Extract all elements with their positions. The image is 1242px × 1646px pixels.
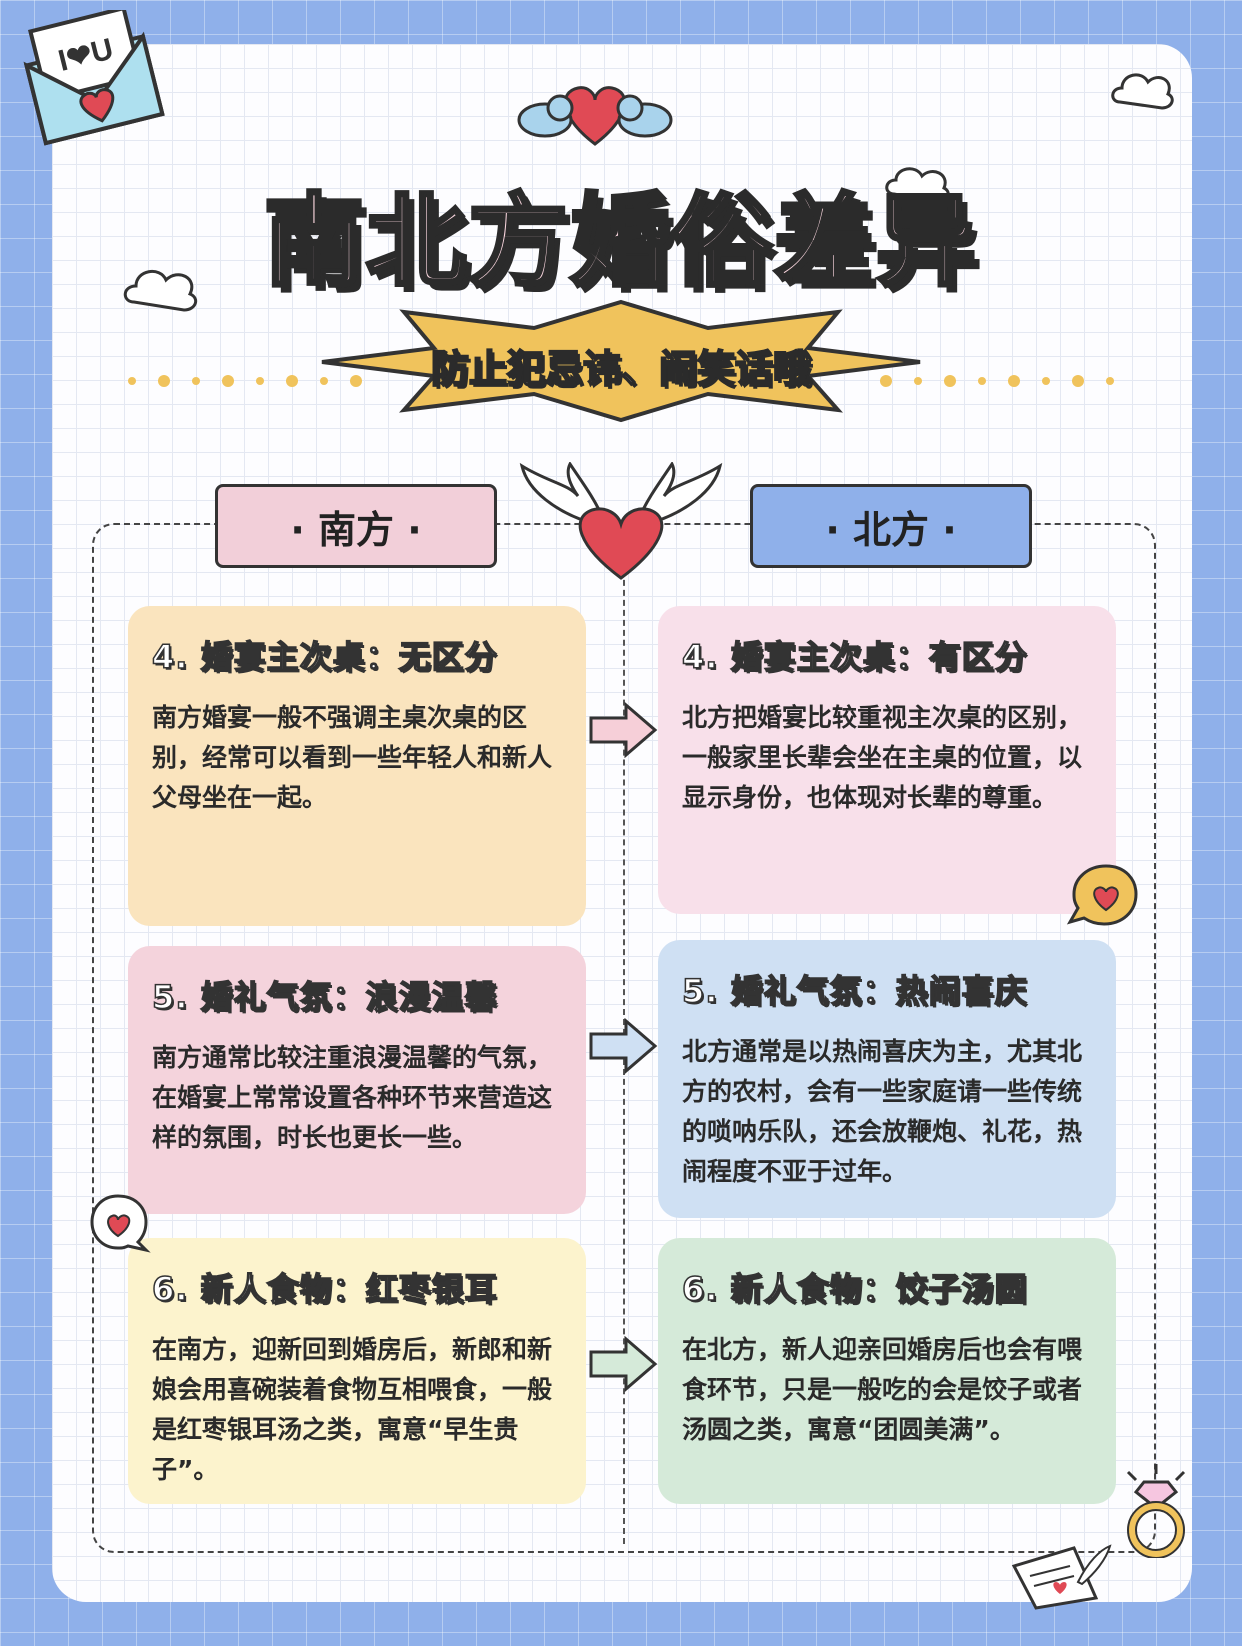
south-card-6-body: 在南方，迎新回到婚房后，新郎和新娘会用喜碗装着食物互相喂食，一般是红枣银耳汤之类… — [152, 1335, 553, 1484]
subtitle: 防止犯忌讳、闹笑话哦 — [430, 346, 812, 392]
love-letter-icon: I❤U — [23, 10, 165, 146]
south-card-4-heading: 4. 婚宴主次桌：无区分 — [151, 637, 498, 677]
north-card-6: 6. 新人食物：饺子汤圆 在北方，新人迎亲回婚房后也会有喂食环节，只是一般吃的会… — [658, 1238, 1116, 1504]
speech-heart-icon — [90, 1194, 151, 1253]
south-card-5: 5. 婚礼气氛：浪漫温馨 南方通常比较注重浪漫温馨的气氛，在婚宴上常常设置各种环… — [128, 946, 586, 1214]
cloud-icon — [885, 167, 950, 204]
north-card-4: 4. 婚宴主次桌：有区分 北方把婚宴比较重视主次桌的区别，一般家里长辈会坐在主桌… — [658, 606, 1116, 914]
column-label-south: · 南方 · — [215, 484, 497, 568]
south-card-5-body: 南方通常比较注重浪漫温馨的气氛，在婚宴上常常设置各种环节来营造这样的氛围，时长也… — [152, 1043, 553, 1152]
cloud-icon — [1111, 73, 1174, 110]
north-card-5-heading: 5. 婚礼气氛：热闹喜庆 — [681, 971, 1028, 1011]
north-card-5-body: 北方通常是以热闹喜庆为主，尤其北方的农村，会有一些家庭请一些传统的唢呐乐队，还会… — [682, 1037, 1083, 1186]
dots-left — [128, 375, 362, 387]
south-card-4: 4. 婚宴主次桌：无区分 南方婚宴一般不强调主桌次桌的区别，经常可以看到一些年轻… — [128, 606, 586, 926]
north-card-4-body: 北方把婚宴比较重视主次桌的区别，一般家里长辈会坐在主桌的位置，以显示身份，也体现… — [682, 703, 1083, 812]
south-card-4-body: 南方婚宴一般不强调主桌次桌的区别，经常可以看到一些年轻人和新人父母坐在一起。 — [152, 703, 553, 812]
page-title: 南北方婚俗差异 — [262, 181, 978, 302]
subtitle-banner — [321, 299, 921, 423]
speech-heart-icon — [1066, 864, 1138, 926]
lovebirds-heart-icon — [517, 86, 673, 146]
north-card-5: 5. 婚礼气氛：热闹喜庆 北方通常是以热闹喜庆为主，尤其北方的农村，会有一些家庭… — [658, 940, 1116, 1218]
winged-heart-icon — [519, 462, 723, 580]
north-card-6-heading: 6. 新人食物：饺子汤圆 — [681, 1269, 1028, 1309]
north-card-6-body: 在北方，新人迎亲回婚房后也会有喂食环节，只是一般吃的会是饺子或者汤圆之类，寓意“… — [682, 1335, 1083, 1444]
south-card-5-heading: 5. 婚礼气氛：浪漫温馨 — [151, 977, 498, 1017]
arrow-right-icon — [589, 1018, 658, 1074]
south-card-6: 6. 新人食物：红枣银耳 在南方，迎新回到婚房后，新郎和新娘会用喜碗装着食物互相… — [128, 1238, 586, 1504]
arrow-right-icon — [589, 702, 658, 758]
south-card-6-heading: 6. 新人食物：红枣银耳 — [151, 1269, 498, 1309]
arrow-right-icon — [589, 1336, 658, 1392]
north-card-4-heading: 4. 婚宴主次桌：有区分 — [681, 637, 1028, 677]
ring-icon — [1126, 1464, 1186, 1558]
cloud-icon — [123, 270, 198, 312]
quill-letter-icon — [1011, 1544, 1112, 1610]
dots-right — [880, 375, 1114, 387]
column-label-north: · 北方 · — [750, 484, 1032, 568]
